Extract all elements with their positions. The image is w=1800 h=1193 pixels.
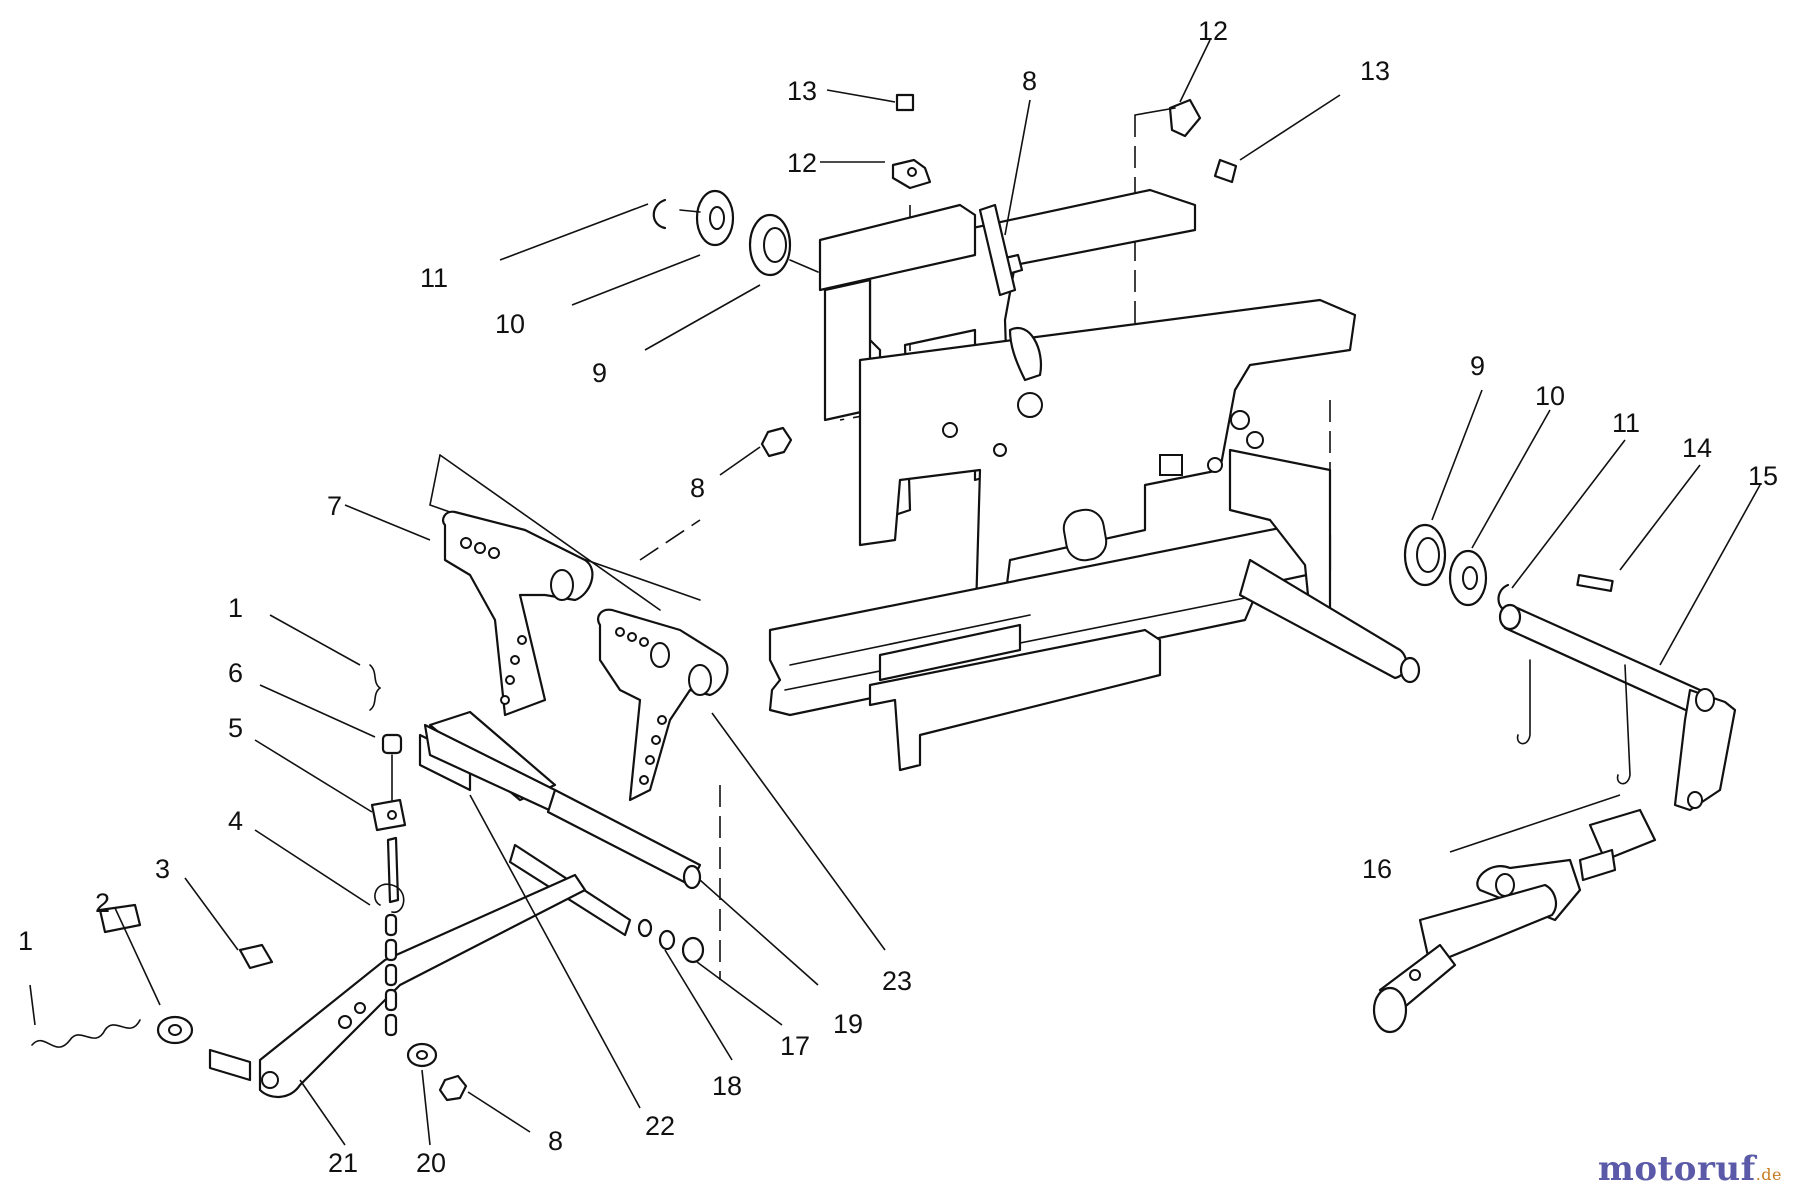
nut-8-lower bbox=[438, 1074, 468, 1102]
watermark-main: motoruf bbox=[1597, 1149, 1756, 1189]
callout-labels: 12 13 8 13 12 11 10 9 8 7 1 6 5 4 3 2 1 … bbox=[18, 16, 1778, 1178]
callout-23: 23 bbox=[882, 966, 912, 996]
callout-10: 10 bbox=[1535, 381, 1565, 411]
main-frame bbox=[639, 115, 1421, 980]
chain-assembly bbox=[369, 664, 407, 1037]
cotter-1-lower bbox=[31, 1019, 141, 1048]
shaft-15 bbox=[1503, 605, 1702, 714]
yoke-16 bbox=[1588, 808, 1657, 862]
pedal-arm-23 bbox=[596, 608, 729, 802]
bolt-3 bbox=[238, 943, 274, 970]
callout-3: 3 bbox=[155, 854, 170, 884]
bushing-17 bbox=[681, 936, 705, 964]
clamp-12-right bbox=[1168, 98, 1202, 138]
callout-22: 22 bbox=[645, 1111, 675, 1141]
callout-17: 17 bbox=[780, 1031, 810, 1061]
callout-15: 15 bbox=[1748, 461, 1778, 491]
lever-21 bbox=[258, 873, 587, 1098]
callout-5: 5 bbox=[228, 713, 243, 743]
callout-9: 9 bbox=[592, 358, 607, 388]
key-14 bbox=[1576, 574, 1614, 592]
clip-18 bbox=[658, 929, 676, 951]
top-bracket-hardware bbox=[760, 93, 1238, 458]
callout-14: 14 bbox=[1682, 433, 1712, 463]
watermark-tld: .de bbox=[1755, 1165, 1782, 1184]
nut-6 bbox=[381, 733, 403, 755]
watermark-logo: motoruf.de bbox=[1598, 1149, 1782, 1189]
callout-7: 7 bbox=[327, 491, 342, 521]
callout-12: 12 bbox=[787, 148, 817, 178]
right-shaft-assembly bbox=[1372, 523, 1737, 1034]
cotter-1-upper bbox=[369, 664, 382, 711]
eclip-11 bbox=[652, 198, 667, 230]
callout-20: 20 bbox=[416, 1148, 446, 1178]
shaft-19 bbox=[546, 788, 702, 887]
pedal-arm-7 bbox=[441, 510, 594, 717]
nut-8-mid bbox=[760, 426, 793, 458]
lever-15 bbox=[1673, 688, 1737, 812]
callout-11: 11 bbox=[1612, 408, 1640, 438]
callout-19: 19 bbox=[833, 1009, 863, 1039]
callout-16: 16 bbox=[1362, 854, 1392, 884]
leader-lines bbox=[29, 39, 1761, 1146]
callout-13: 13 bbox=[787, 76, 817, 106]
callout-21: 21 bbox=[328, 1148, 358, 1178]
bolt-13-right bbox=[1213, 158, 1238, 184]
pedal-arms bbox=[429, 454, 729, 802]
callout-18: 18 bbox=[712, 1071, 742, 1101]
callout-4: 4 bbox=[228, 806, 243, 836]
callout-13: 13 bbox=[1360, 56, 1390, 86]
callout-8: 8 bbox=[1022, 66, 1037, 96]
callout-8: 8 bbox=[690, 473, 705, 503]
callout-10: 10 bbox=[495, 309, 525, 339]
rod-4 bbox=[386, 836, 400, 904]
callout-2: 2 bbox=[95, 888, 110, 918]
callout-6: 6 bbox=[228, 658, 243, 688]
callout-11: 11 bbox=[420, 263, 448, 293]
callout-9: 9 bbox=[1470, 351, 1485, 381]
bolt-13-top bbox=[895, 93, 915, 112]
callout-8: 8 bbox=[548, 1126, 563, 1156]
callout-1: 1 bbox=[228, 593, 243, 623]
left-spacers bbox=[652, 189, 819, 277]
callout-12: 12 bbox=[1198, 16, 1228, 46]
callout-1: 1 bbox=[18, 926, 33, 956]
